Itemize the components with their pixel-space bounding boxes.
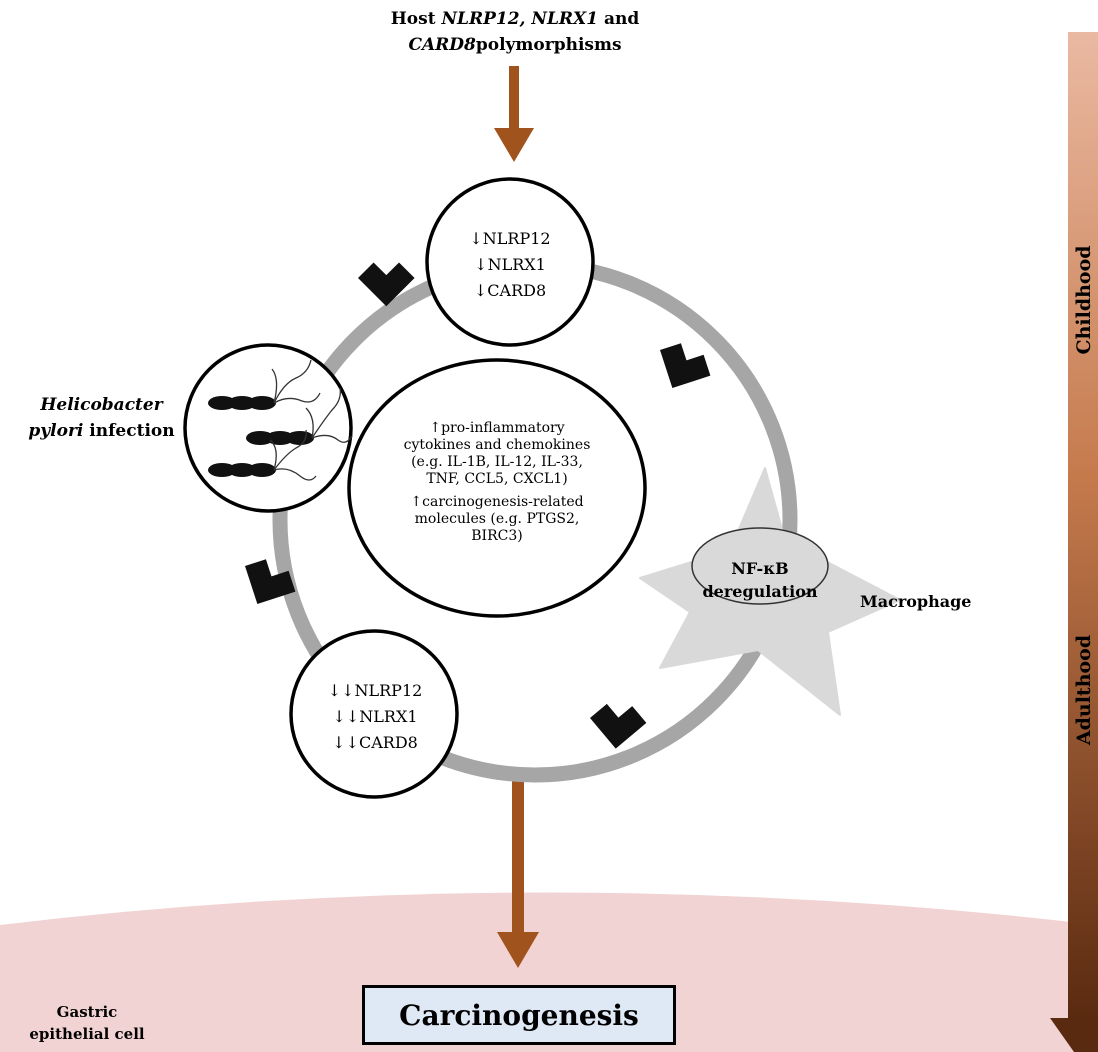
infection-species2: pylori (28, 421, 84, 441)
cycle-chevron (660, 343, 711, 389)
gastric-line: Gastric (56, 1003, 118, 1021)
infection-label: Helicobacter pylori infection (14, 392, 189, 444)
bacteria-icon (208, 359, 353, 481)
gastric-epithelium (0, 892, 1098, 1052)
cycle-chevron (245, 559, 296, 605)
infection-circle (183, 343, 353, 513)
gastric-line: epithelial cell (29, 1025, 145, 1043)
host-prefix: Host (390, 9, 436, 29)
macrophage-label: Macrophage (860, 592, 972, 611)
carcinogenesis-arrow (497, 780, 539, 968)
center-line: molecules (e.g. PTGS2, (414, 511, 580, 527)
cycle-chevron (590, 703, 647, 749)
center-line: ↑carcinogenesis-related (410, 494, 584, 510)
center-ellipse (347, 358, 647, 618)
bottom-node-line: ↓↓NLRX1 (332, 707, 418, 726)
host-arrow (494, 66, 534, 162)
cycle-chevron (358, 262, 415, 307)
host-polymorphisms-label: Host NLRP12, NLRX1 and CARD8polymorphism… (335, 6, 695, 58)
bottom-node-line: ↓↓NLRP12 (327, 681, 423, 700)
bottom-node-circle (289, 629, 459, 799)
top-node-line: ↓NLRX1 (474, 255, 546, 274)
top-node-line: ↓NLRP12 (469, 229, 551, 248)
carcinogenesis-box: Carcinogenesis (362, 985, 676, 1045)
center-line: BIRC3) (471, 528, 523, 544)
top-node-line: ↓CARD8 (473, 281, 547, 300)
top-node-text: ↓NLRP12 ↓NLRX1 ↓CARD8 (435, 226, 585, 304)
center-line: ↑pro-inflammatory (429, 420, 565, 436)
gene-card8: CARD8 (408, 35, 476, 55)
top-node-circle (425, 177, 595, 347)
timeline-arrow (1050, 32, 1098, 1052)
host-suffix: polymorphisms (475, 35, 622, 55)
center-text: ↑pro-inflammatory cytokines and chemokin… (372, 420, 622, 545)
gene-nlrx1: NLRX1 (531, 9, 599, 29)
infection-species: Helicobacter (40, 395, 163, 415)
gene-nlrp12: NLRP12, (441, 9, 526, 29)
timeline-adulthood: Adulthood (1073, 635, 1095, 746)
nfkb-line: deregulation (702, 582, 818, 601)
nfkb-text: NF-κB deregulation (685, 557, 835, 603)
gastric-label: Gastric epithelial cell (12, 1001, 162, 1045)
host-and: and (603, 9, 640, 29)
infection-suffix: infection (89, 421, 175, 441)
center-line: cytokines and chemokines (403, 437, 591, 453)
timeline-childhood: Childhood (1073, 245, 1095, 354)
nfkb-ellipse (691, 527, 829, 605)
center-line: TNF, CCL5, CXCL1) (426, 471, 568, 487)
carcinogenesis-label: Carcinogenesis (399, 998, 639, 1032)
center-line: (e.g. IL-1B, IL-12, IL-33, (411, 454, 583, 470)
nfkb-line: NF-κB (731, 559, 789, 578)
bottom-node-text: ↓↓NLRP12 ↓↓NLRX1 ↓↓CARD8 (300, 678, 450, 756)
bottom-node-line: ↓↓CARD8 (332, 733, 418, 752)
